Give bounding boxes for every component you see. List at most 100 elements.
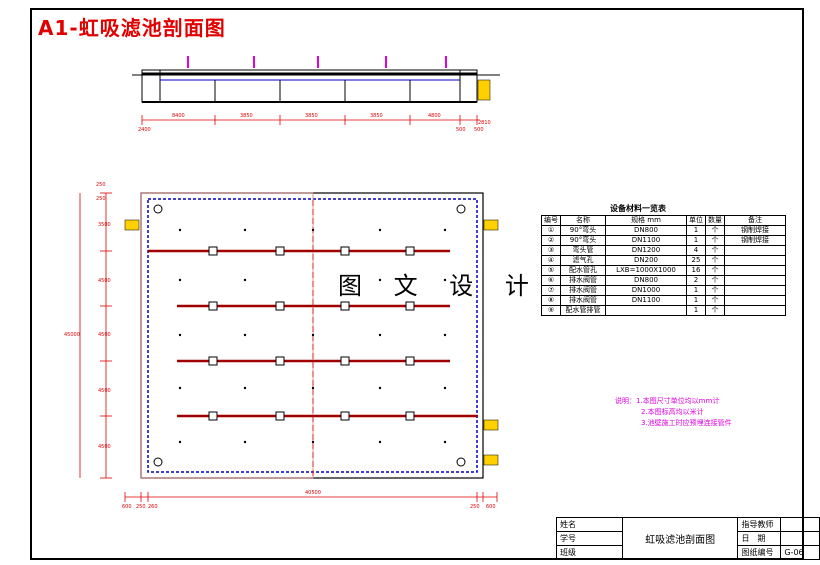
table-cell: 1 xyxy=(686,235,706,246)
section-dim: 2810 xyxy=(478,120,491,126)
table-cell xyxy=(605,305,687,316)
table-cell: 个 xyxy=(705,285,725,296)
table-cell xyxy=(724,275,786,286)
table-cell: 个 xyxy=(705,245,725,256)
plan-dim-left: 4500 xyxy=(98,332,111,338)
table-cell: 25 xyxy=(686,255,706,266)
section-magenta-markers xyxy=(187,56,447,68)
table-cell: 配水管孔 xyxy=(560,265,606,276)
id-label: 学号 xyxy=(556,531,623,546)
table-cell: DN800 xyxy=(605,225,687,236)
title-block: 姓名 虹吸滤池剖面图 指导教师 学号 日 期 班级 图纸编号 G-06 xyxy=(556,517,820,560)
table-cell: ⑦ xyxy=(541,285,561,296)
notes-block: 说明：1.本图尺寸单位均以mm计 2.本图标高均以米计 3.池壁施工时应预埋连接… xyxy=(615,396,732,429)
section-valve-right xyxy=(477,79,491,101)
table-cell xyxy=(724,255,786,266)
table-cell xyxy=(724,305,786,316)
table-cell xyxy=(724,285,786,296)
table-cell: ② xyxy=(541,235,561,246)
table-cell xyxy=(724,265,786,276)
table-cell: 排水阀管 xyxy=(560,275,606,286)
number-value: G-06 xyxy=(780,545,820,560)
table-cell: 1 xyxy=(686,295,706,306)
section-left-wall xyxy=(141,69,161,103)
plan-pink-zone xyxy=(140,192,314,479)
table-cell: 弯头管 xyxy=(560,245,606,256)
section-dim: 4800 xyxy=(428,113,441,119)
table-cell: 个 xyxy=(705,275,725,286)
table-cell: 90°弯头 xyxy=(560,225,606,236)
section-dim: 2400 xyxy=(138,127,151,133)
table-cell: DN200 xyxy=(605,255,687,266)
table-header-cell: 数量 xyxy=(705,215,725,226)
table-cell: 个 xyxy=(705,305,725,316)
notes-label: 说明： xyxy=(615,397,636,405)
section-dim: 500 xyxy=(456,127,466,133)
table-cell: ⑤ xyxy=(541,265,561,276)
table-cell: DN1100 xyxy=(605,235,687,246)
table-cell: 排水阀管 xyxy=(560,285,606,296)
drawing-title: A1-虹吸滤池剖面图 xyxy=(38,16,226,40)
table-header-cell: 单位 xyxy=(686,215,706,226)
section-dim: 500 xyxy=(474,127,484,133)
section-dim: 3850 xyxy=(370,113,383,119)
table-cell: 1 xyxy=(686,285,706,296)
note-item: 2.本图标高均以米计 xyxy=(641,408,704,416)
date-label: 日 期 xyxy=(737,531,782,546)
table-cell: DN1100 xyxy=(605,295,687,306)
plan-pipes xyxy=(148,249,478,418)
plan-dim-left: 250 xyxy=(96,196,106,202)
table-header-cell: 名称 xyxy=(560,215,606,226)
plan-pipe-fittings xyxy=(208,246,415,421)
table-cell: 1 xyxy=(686,225,706,236)
table-cell xyxy=(724,295,786,306)
section-columns xyxy=(214,80,411,102)
table-cell: LXB=1000X1000 xyxy=(605,265,687,276)
materials-header-row: 编号 名称 规格 mm 单位 数量 备注 xyxy=(541,215,786,226)
teacher-value xyxy=(780,517,820,532)
table-cell: 个 xyxy=(705,265,725,276)
table-cell: 个 xyxy=(705,225,725,236)
section-view: 2400 8400 3850 3850 3850 4800 500 500 28… xyxy=(132,56,500,133)
section-dim: 3850 xyxy=(305,113,318,119)
table-cell: 个 xyxy=(705,295,725,306)
table-cell: 配水管排管 xyxy=(560,305,606,316)
plan-dim-bottom: 600 xyxy=(122,504,132,510)
table-cell: 16 xyxy=(686,265,706,276)
plan-dim-bottom: 600 xyxy=(486,504,496,510)
table-cell: 排水阀管 xyxy=(560,295,606,306)
drawing-border xyxy=(30,8,804,560)
section-right-wall xyxy=(459,69,478,103)
plan-dim-left: 45000 xyxy=(64,332,80,338)
table-cell: 个 xyxy=(705,235,725,246)
table-cell: ① xyxy=(541,225,561,236)
plan-dim-bottom: 250 xyxy=(470,504,480,510)
table-cell: DN800 xyxy=(605,275,687,286)
table-header-cell: 编号 xyxy=(541,215,561,226)
plan-dim-left: 4500 xyxy=(98,278,111,284)
number-label: 图纸编号 xyxy=(737,545,782,560)
section-dim: 8400 xyxy=(172,113,185,119)
plan-dim-left: 250 xyxy=(96,182,106,188)
plan-vent-dots xyxy=(178,228,447,444)
plan-dim-left: 4500 xyxy=(98,388,111,394)
name-label: 姓名 xyxy=(556,517,623,532)
teacher-label: 指导教师 xyxy=(737,517,782,532)
table-cell: ⑥ xyxy=(541,275,561,286)
plan-dim-bottom: 260 xyxy=(148,504,158,510)
table-cell: ③ xyxy=(541,245,561,256)
table-cell: ⑨ xyxy=(541,305,561,316)
materials-title: 设备材料一览表 xyxy=(610,204,666,213)
table-cell: 4 xyxy=(686,245,706,256)
